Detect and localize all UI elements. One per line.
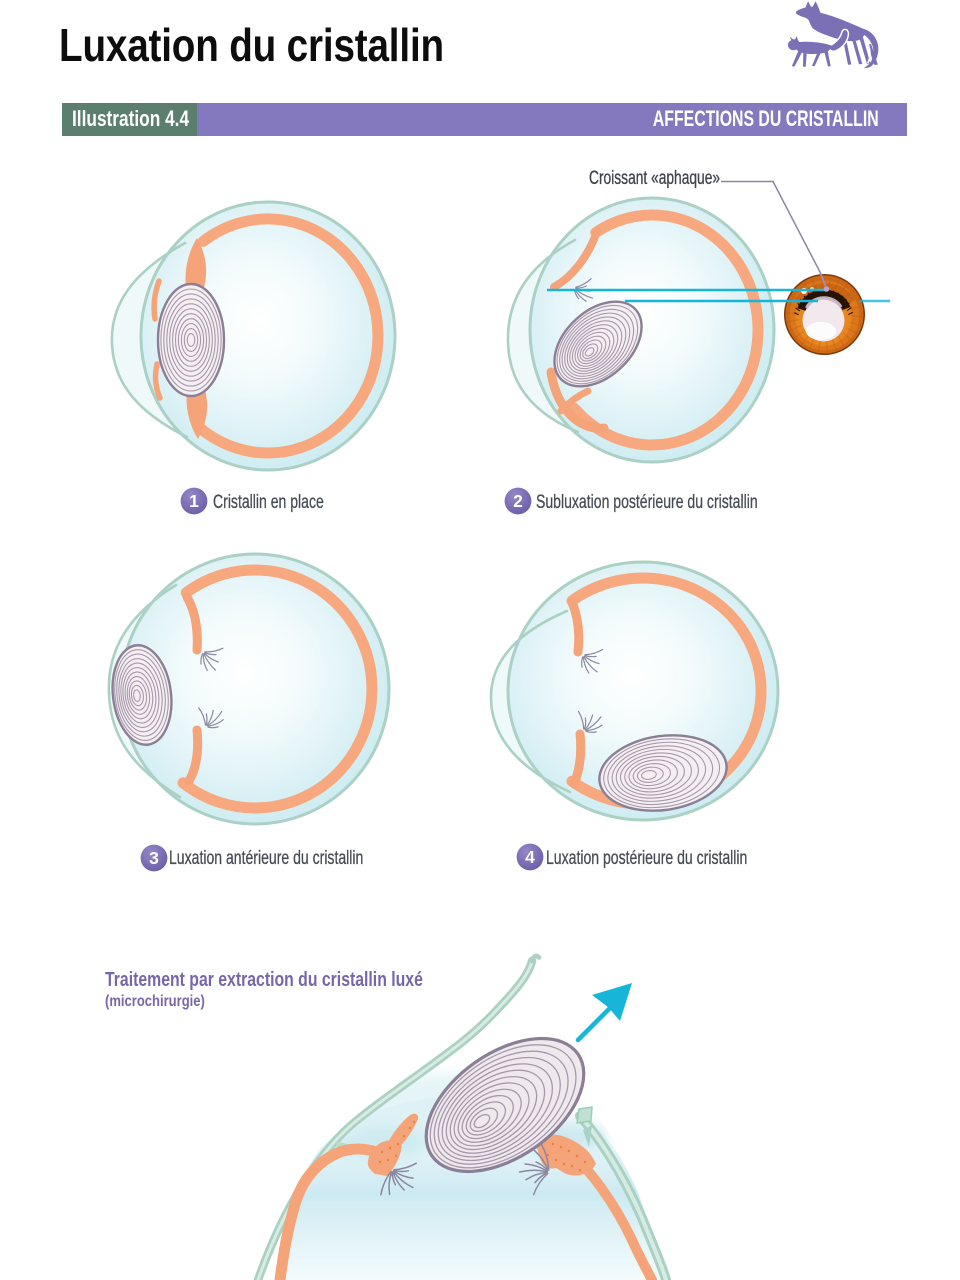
svg-text:1: 1 <box>189 491 199 511</box>
svg-text:4: 4 <box>525 847 535 867</box>
svg-text:3: 3 <box>149 848 159 868</box>
svg-text:2: 2 <box>513 491 523 511</box>
